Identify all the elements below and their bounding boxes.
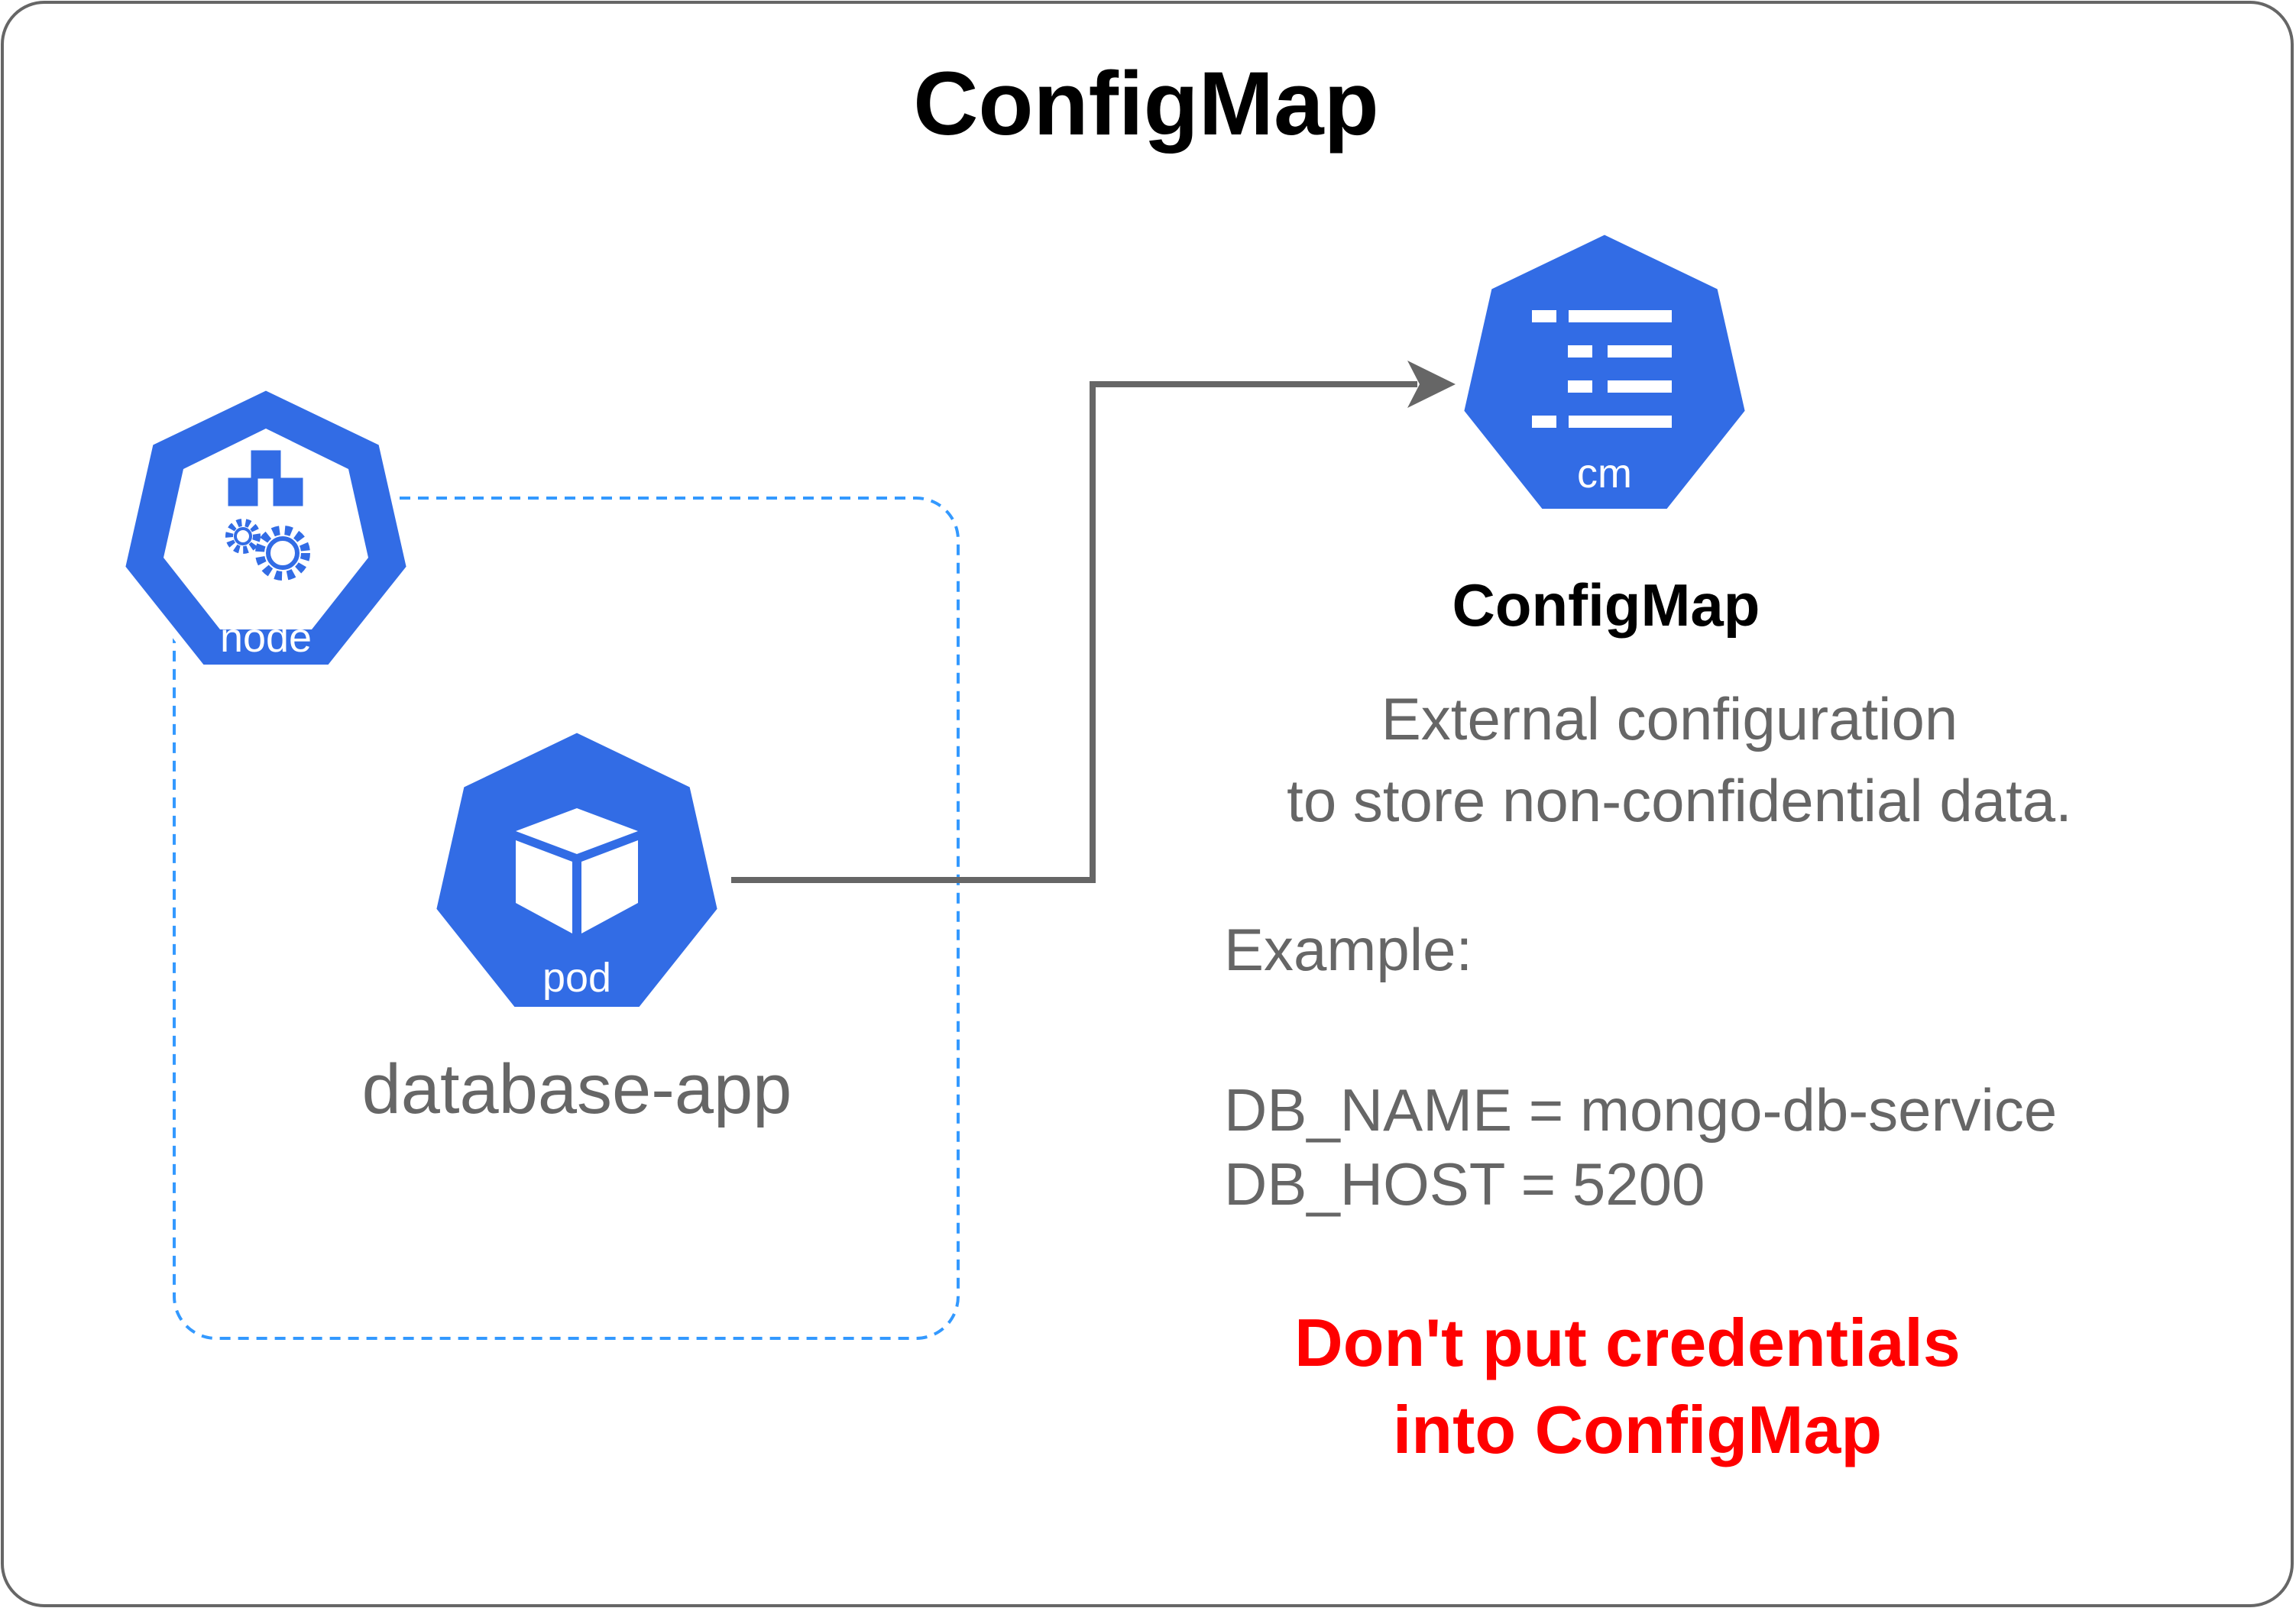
- cubes-icon: [228, 450, 303, 506]
- node-icon: node: [118, 383, 414, 672]
- example-header: Example:: [1224, 916, 1472, 983]
- arrowhead-icon: [1407, 361, 1456, 408]
- example-line-db-host: DB_HOST = 5200: [1224, 1150, 1705, 1218]
- list-lines-icon: [1532, 310, 1672, 428]
- pod-label: pod: [542, 955, 611, 1001]
- description-line-2: to store non-confidential data.: [1287, 767, 2072, 834]
- cube-icon: [516, 808, 638, 933]
- pod-name: database-app: [362, 1050, 792, 1128]
- gears-icon: [225, 519, 310, 581]
- configmap-icon-label: cm: [1577, 451, 1632, 497]
- configmap-heading: ConfigMap: [1452, 571, 1760, 639]
- page-title: ConfigMap: [913, 53, 1379, 154]
- node-inner-panel: [164, 429, 368, 629]
- pod-icon: pod: [429, 725, 725, 1014]
- warning-line-2: into ConfigMap: [1393, 1392, 1882, 1467]
- pod-to-configmap-connector: [731, 361, 1456, 883]
- configmap-icon: cm: [1456, 227, 1753, 516]
- description-line-1: External configuration: [1381, 685, 1958, 752]
- node-boundary: [173, 497, 960, 1340]
- node-label: node: [220, 615, 312, 661]
- connector-line: [731, 381, 1417, 883]
- warning-line-1: Don't put credentials: [1294, 1305, 1961, 1380]
- example-line-db-name: DB_NAME = mongo-db-service: [1224, 1076, 2057, 1144]
